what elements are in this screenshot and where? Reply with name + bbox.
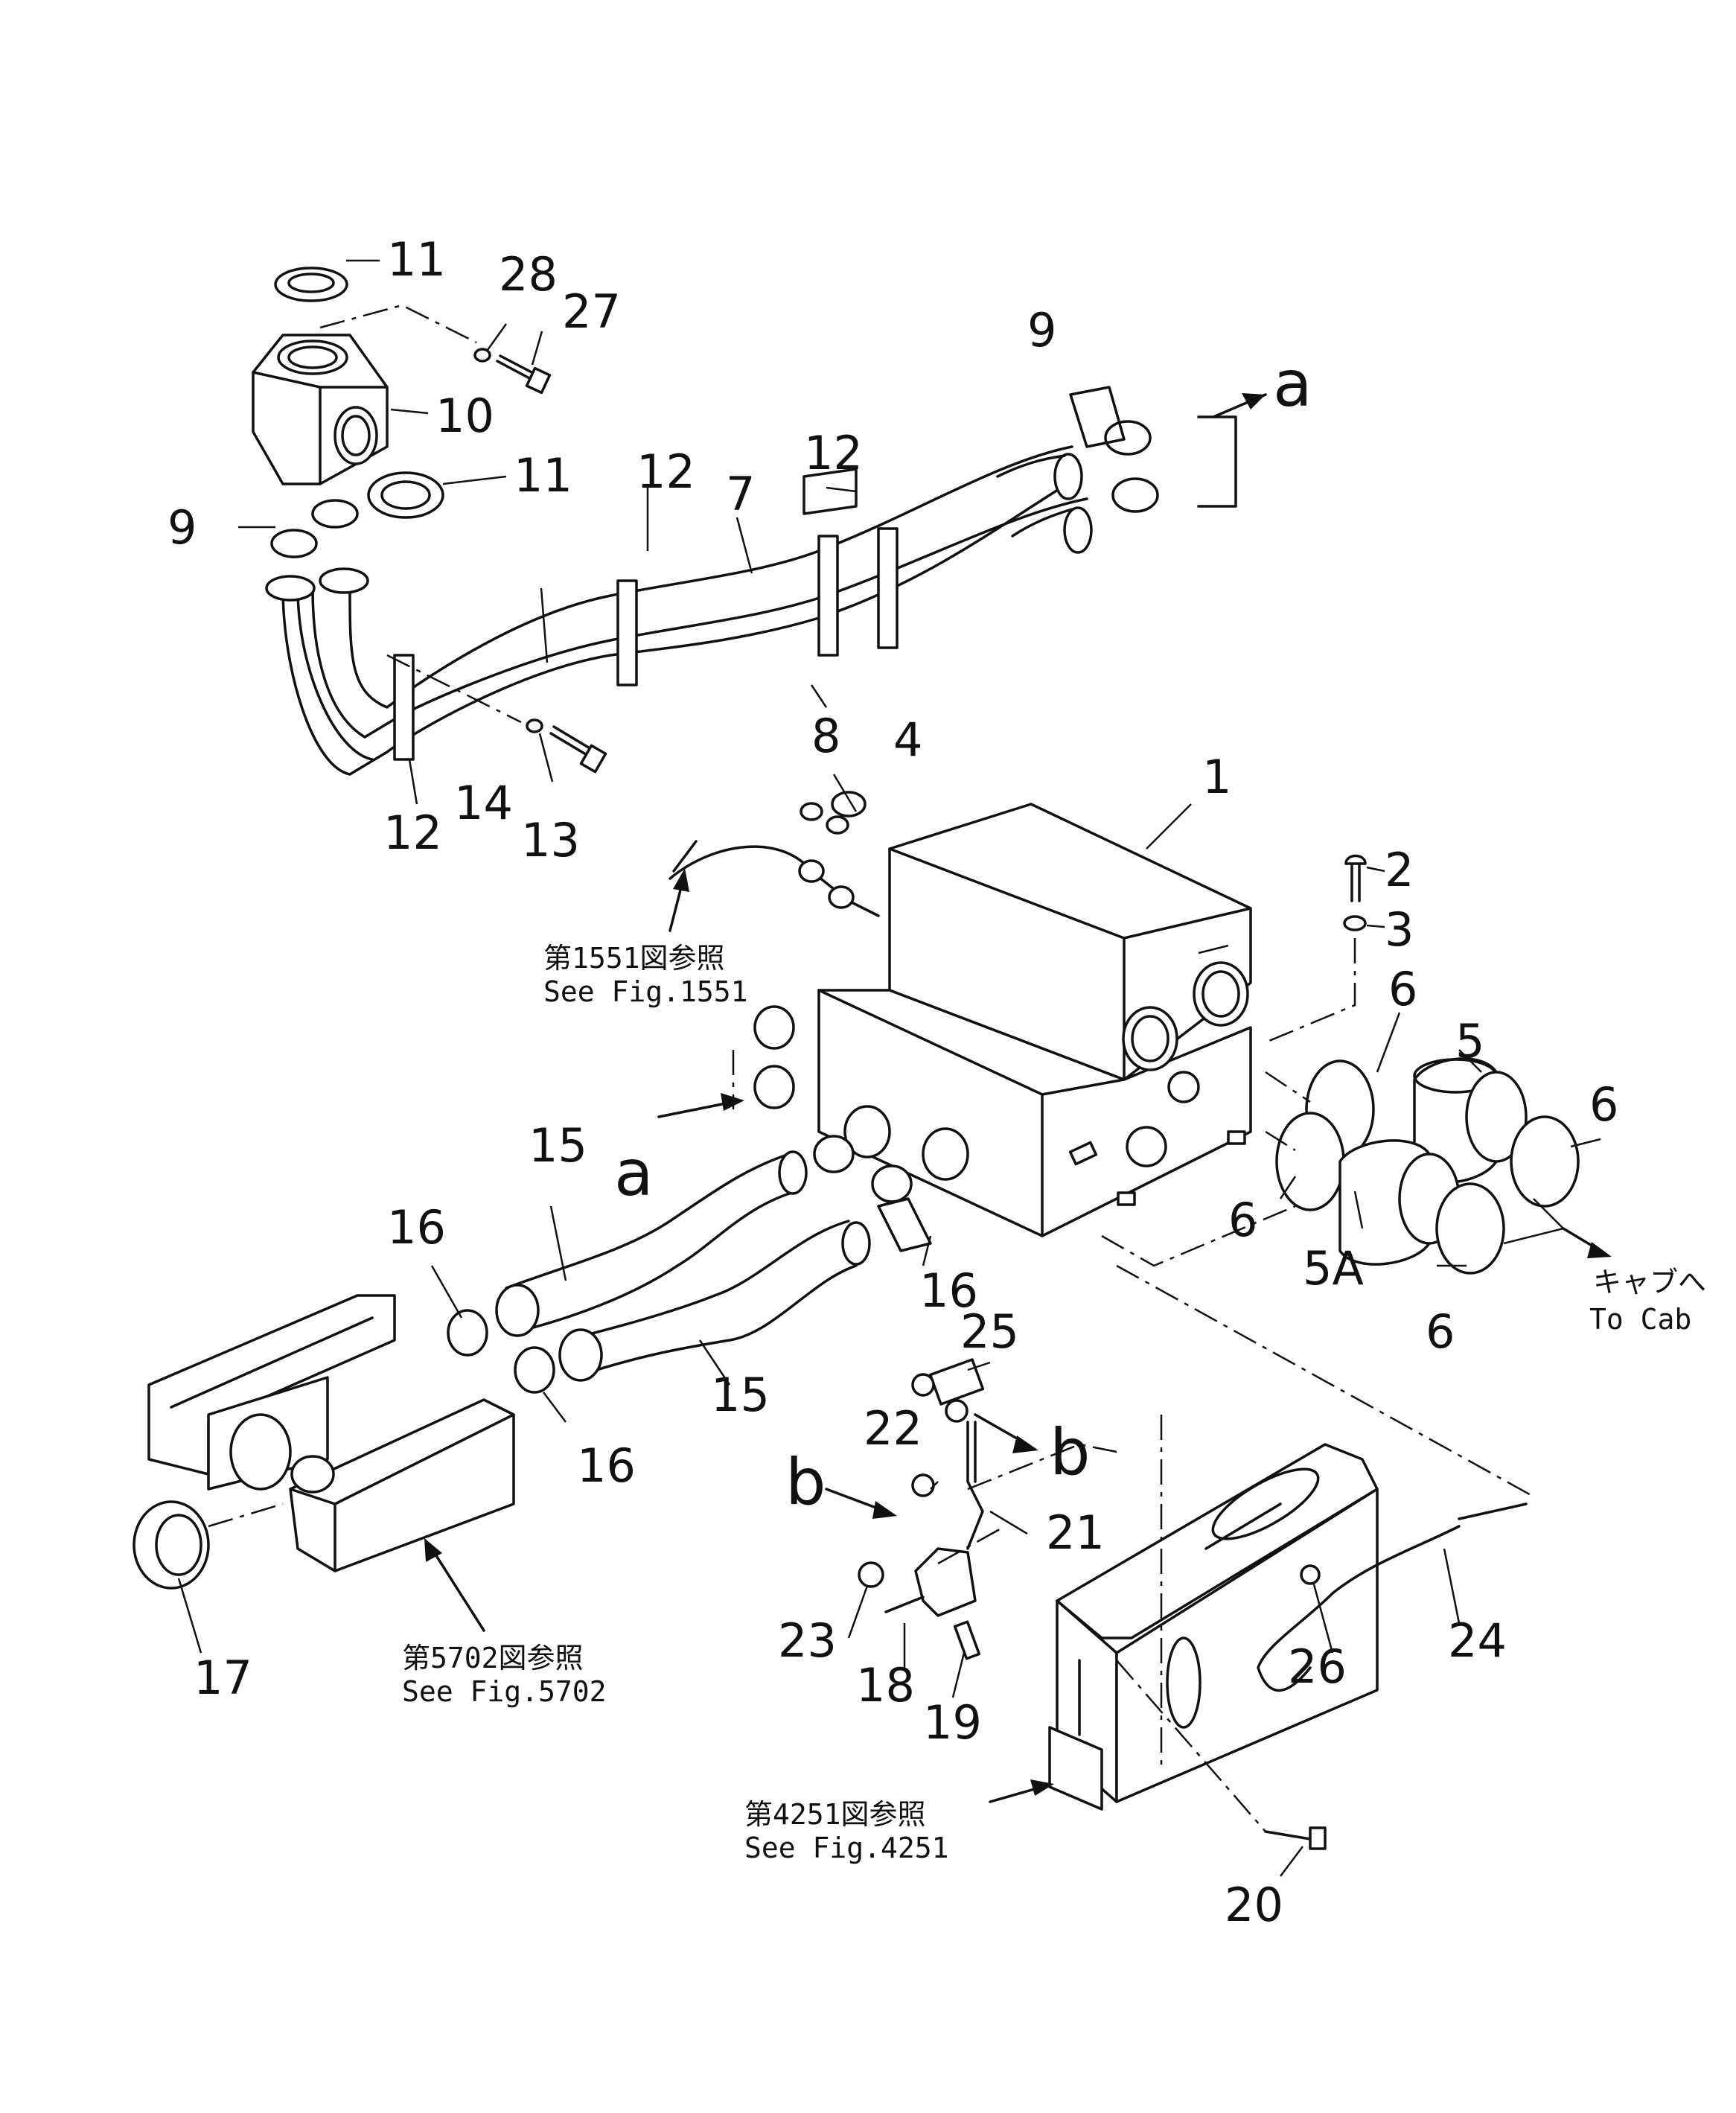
callout-7: 7 [726,467,755,521]
callout-16c: 16 [919,1263,978,1318]
callout-25: 25 [960,1304,1019,1359]
connector-b-right: b [1050,1415,1091,1490]
callout-13: 13 [521,813,580,867]
connector-a-mid: a [614,1136,654,1211]
callout-10: 10 [435,389,494,443]
ref-fig4251-en: See Fig.4251 [744,1832,949,1864]
sensor-25 [928,1358,985,1406]
callout-1: 1 [1202,750,1231,804]
bracket-12-lower [393,654,415,761]
ref-fig4251-jp: 第4251図参照 [744,1798,926,1831]
callout-6b: 6 [1228,1193,1257,1247]
callout-18: 18 [856,1658,915,1712]
grommet-17 [133,1500,210,1590]
clamp-6-d [1435,1182,1505,1275]
clamp-9-right-2 [1111,477,1159,513]
callout-8: 8 [811,709,840,763]
leader-lines [177,259,1601,1877]
clamp-16-a [447,1309,488,1357]
connector-letters: a a b b [614,347,1312,1520]
callout-21: 21 [1046,1505,1105,1560]
duct-assembly-top [252,267,1159,776]
washer-28 [473,348,491,363]
callout-16a: 16 [387,1200,446,1255]
callout-19: 19 [923,1695,982,1750]
callout-28: 28 [499,247,558,302]
nut-23 [858,1561,884,1588]
pin-19 [953,1620,981,1660]
callout-9a: 9 [167,500,197,555]
clamp-16-b [514,1346,555,1394]
frame-5702 [133,1294,515,1590]
bolt-27 [496,360,534,381]
callout-24: 24 [1448,1613,1507,1668]
ref-fig1551-jp: 第1551図参照 [543,942,725,975]
bolt-22 [911,1473,935,1497]
clamp-9-left-1 [270,529,318,558]
washer-14 [526,718,543,733]
bracket-12-mid [616,579,638,686]
connector-arrows [424,393,1612,1803]
clamp-9-right-1 [1104,420,1152,456]
duct-7 [281,475,1081,776]
bracket-12-plate [802,468,858,515]
bolt-2-washer-3 [1265,854,1367,1044]
callout-4: 4 [893,713,922,767]
callout-9b: 9 [1027,303,1056,357]
sensor-bracket [858,1358,1117,1660]
reference-notes: 第1551図参照 See Fig.1551 第5702図参照 See Fig.5… [402,942,1706,1864]
bracket-18 [914,1547,977,1617]
hoses-15 [447,1050,932,1394]
callout-17: 17 [194,1651,252,1705]
clamp-6-b [1275,1112,1345,1211]
callout-11b: 11 [514,448,572,503]
callout-11a: 11 [387,232,446,287]
callout-12a: 12 [636,444,695,499]
clamp-16-c [813,1135,855,1173]
callout-6d: 6 [1426,1304,1455,1359]
bolt-13 [549,732,590,757]
callout-16b: 16 [577,1438,636,1493]
callout-6c: 6 [1589,1077,1618,1132]
callout-26: 26 [1288,1639,1347,1694]
frame-4251 [1048,1415,1528,1850]
callout-5a: 5A [1303,1241,1364,1295]
ref-fig1551-en: See Fig.1551 [543,975,748,1008]
callout-12b: 12 [804,426,863,480]
ref-fig5702-jp: 第5702図参照 [402,1642,584,1674]
clamp-6-c [1510,1115,1580,1208]
callout-3: 3 [1385,902,1414,957]
wire-24 [1257,1525,1461,1692]
ref-to-cab-en: To Cab [1589,1303,1691,1336]
callout-22: 22 [864,1401,922,1456]
ref-to-cab-jp: キャブへ [1593,1266,1706,1298]
callout-12c: 12 [383,806,442,860]
connector-a-top: a [1273,347,1312,421]
grommet-11-side [367,471,444,519]
ref-fig5702-en: See Fig.5702 [402,1675,607,1708]
callout-20: 20 [1225,1878,1283,1932]
clamp-9-left-2 [311,499,359,529]
duct-8 [311,497,1088,739]
wire-harness-4 [668,791,880,917]
callout-5: 5 [1455,1014,1484,1068]
connector-b-left: b [785,1445,826,1520]
heater-unit-1 [753,803,1252,1237]
callout-27: 27 [562,284,621,339]
bolt-20 [1264,1830,1312,1840]
outlet-hoses-5 [1265,1057,1580,1275]
callout-2: 2 [1385,843,1414,897]
callout-15b: 15 [711,1368,770,1422]
callout-23: 23 [778,1613,837,1668]
callout-14: 14 [454,776,513,830]
callout-15a: 15 [529,1118,587,1173]
clip-26 [1300,1564,1321,1585]
callout-labels: 1 2 3 4 5 5A 6 6 6 6 7 8 9 9 10 11 11 12… [167,232,1618,1932]
callout-6a: 6 [1388,962,1417,1016]
